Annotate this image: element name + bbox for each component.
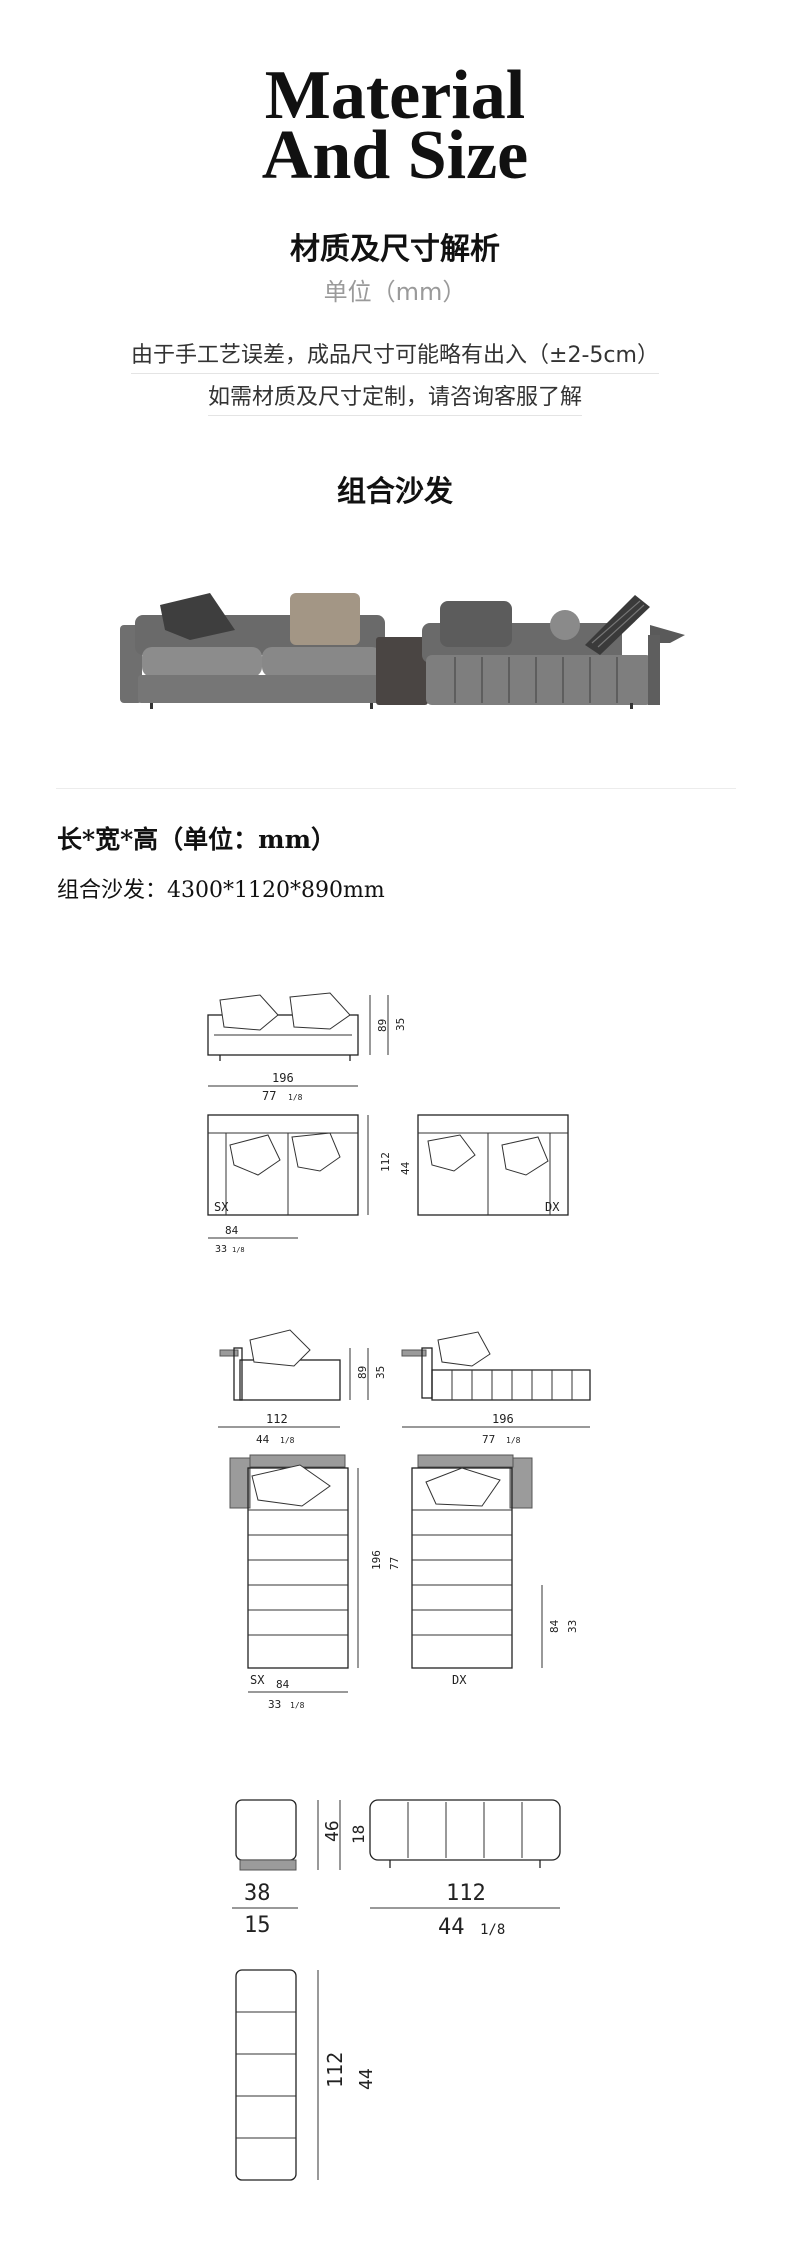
- dim-chaise-height-in: 35: [374, 1366, 387, 1379]
- dim-width-in: 77: [262, 1089, 276, 1103]
- dim-chaise-width-frac: 1/8: [280, 1436, 295, 1445]
- dim-chaise-width-mm: 112: [266, 1412, 288, 1426]
- chaise-technical-drawing: 89 35 112 44 1/8 196 77 1/8 SX 84 33 1: [218, 1329, 591, 1711]
- dim-width-mm: 196: [272, 1071, 294, 1085]
- dim-seat-frac: 1/8: [232, 1246, 245, 1254]
- section-title: 组合沙发: [336, 474, 453, 508]
- pillow-tan: [290, 593, 360, 645]
- dim-chaise-length2-in: 77: [482, 1433, 495, 1446]
- dim-chaise-width-in: 44: [256, 1433, 270, 1446]
- bench-plan-view: 112 44: [235, 1969, 377, 2181]
- dim-bench-width-frac: 1/8: [480, 1922, 505, 1938]
- dim-width-frac: 1/8: [288, 1093, 303, 1102]
- dim-bench-width-in: 44: [438, 1915, 465, 1940]
- dimension-heading: 长*宽*高（单位：mm）: [57, 825, 337, 854]
- dimension-value: 组合沙发：4300*1120*890mm: [57, 878, 385, 903]
- chaise-plan-left: SX 84 33 1/8 196 77: [229, 1454, 401, 1711]
- dim-height-in: 35: [394, 1018, 407, 1031]
- sofa-center-block: [376, 637, 428, 705]
- section-divider: [56, 788, 736, 789]
- chaise-side-right: 196 77 1/8: [401, 1331, 591, 1446]
- pillow-dark: [160, 593, 235, 640]
- bench-front-view: 112 44 1/8: [369, 1799, 561, 1940]
- tag-chaise-dx: DX: [452, 1673, 467, 1687]
- sofa-technical-drawing: 89 35 196 77 1/8 SX 84 33 1/8 112 44 DX: [207, 992, 569, 1255]
- dim-chaise-length2-mm: 196: [492, 1412, 514, 1426]
- pillow-grey: [440, 601, 512, 647]
- dim-seat-in: 33: [215, 1244, 227, 1255]
- round-cushion: [550, 610, 580, 640]
- sofa-right-arm-side: [648, 635, 660, 705]
- ottoman-technical-drawing: 46 18 38 15 112 44 1/8 112 44: [232, 1799, 561, 2181]
- dim-ottoman-height-mm: 46: [322, 1820, 343, 1842]
- sofa-plan-left: SX 84 33 1/8 112 44: [207, 1114, 412, 1255]
- tag-dx: DX: [545, 1200, 560, 1214]
- chaise-plan-right: DX 84 33: [411, 1454, 579, 1687]
- dim-chaise-length-mm: 196: [370, 1550, 383, 1570]
- page-title-line2: And Size: [261, 117, 529, 194]
- pillow-striped: [585, 595, 650, 655]
- dim-stack-height-in: 44: [356, 2068, 377, 2090]
- tag-chaise-sx: SX: [250, 1673, 265, 1687]
- sofa-plan-right: DX: [417, 1114, 569, 1216]
- sofa-product-image: [120, 593, 685, 709]
- dim-height-mm: 89: [376, 1019, 389, 1032]
- ottoman-front-view: 46 18 38 15: [232, 1799, 368, 1938]
- tolerance-note: 由于手工艺误差，成品尺寸可能略有出入（±2-5cm）: [0, 337, 790, 374]
- dim-chaise-seat-in: 33: [268, 1698, 281, 1711]
- unit-label: 单位（mm）: [323, 278, 467, 306]
- dim-ottoman-width-in: 15: [244, 1913, 271, 1938]
- sofa-seat-left: [142, 647, 262, 677]
- tolerance-note-text: 由于手工艺误差，成品尺寸可能略有出入（±2-5cm）: [131, 337, 659, 374]
- chaise-side-left: 89 35 112 44 1/8: [218, 1329, 387, 1446]
- custom-note: 如需材质及尺寸定制，请咨询客服了解: [0, 379, 790, 416]
- dim-ottoman-height-in: 18: [349, 1825, 368, 1844]
- page-subtitle: 材质及尺寸解析: [290, 232, 500, 267]
- dim-seat-mm: 84: [225, 1224, 239, 1237]
- dim-chaise-seat-frac: 1/8: [290, 1701, 305, 1710]
- dim-chaise-height-mm: 89: [356, 1366, 369, 1379]
- tag-sx: SX: [214, 1200, 229, 1214]
- dim-depth-in: 44: [399, 1161, 412, 1175]
- dim-chaise-side-mm: 84: [548, 1619, 561, 1633]
- custom-note-text: 如需材质及尺寸定制，请咨询客服了解: [207, 379, 582, 416]
- dim-stack-height-mm: 112: [323, 2052, 347, 2088]
- dim-chaise-side-in: 33: [566, 1620, 579, 1633]
- sofa-base-left: [138, 675, 388, 703]
- dim-chaise-length-in: 77: [388, 1557, 401, 1570]
- page-title-line1: Material: [264, 57, 526, 134]
- dim-bench-width-mm: 112: [446, 1881, 486, 1906]
- dim-chaise-length2-frac: 1/8: [506, 1436, 521, 1445]
- sofa-side-view: 89 35 196 77 1/8: [207, 992, 407, 1103]
- dim-chaise-seat-mm: 84: [276, 1678, 290, 1691]
- sofa-chaise-seat: [426, 655, 652, 705]
- dim-depth-mm: 112: [379, 1152, 392, 1172]
- dim-ottoman-width-mm: 38: [244, 1881, 271, 1906]
- sofa-seat-right: [262, 647, 382, 677]
